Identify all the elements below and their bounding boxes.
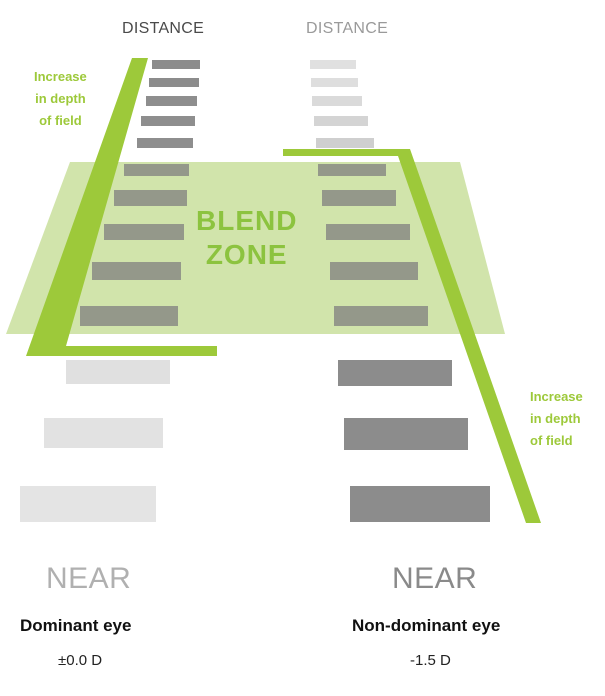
right-eye-ladder-blend [318, 164, 428, 326]
rung [114, 190, 187, 206]
left-eye-ladder-near [20, 360, 170, 522]
rung [311, 78, 358, 87]
left-eye-ladder-blend [80, 164, 189, 326]
rung [350, 486, 490, 522]
rung [146, 96, 197, 106]
right-distance-label: DISTANCE [306, 20, 389, 37]
right-eye-ladder [310, 60, 374, 148]
rung [344, 418, 468, 450]
rung [316, 138, 374, 148]
rung [20, 486, 156, 522]
left-eye-ladder [137, 60, 200, 148]
rung [330, 262, 418, 280]
left-distance-label: DISTANCE [122, 20, 205, 37]
rung [104, 224, 184, 240]
rung [318, 164, 386, 176]
rung [152, 60, 200, 69]
non-dominant-eye-title: Non-dominant eye [352, 616, 501, 635]
rung [322, 190, 396, 206]
rung [80, 306, 178, 326]
rung [314, 116, 368, 126]
rung [310, 60, 356, 69]
dominant-eye-power: ±0.0 D [58, 652, 103, 669]
left-depth-of-field-label: Increase in depth of field [34, 69, 87, 128]
rung [92, 262, 181, 280]
non-dominant-eye-power: -1.5 D [410, 652, 451, 669]
dominant-eye-title: Dominant eye [20, 616, 132, 635]
rung [312, 96, 362, 106]
rung [326, 224, 410, 240]
rung [149, 78, 199, 87]
right-depth-of-field-label: Increase in depth of field [530, 389, 583, 448]
rung [137, 138, 193, 148]
right-near-label: NEAR [392, 562, 478, 595]
rung [141, 116, 195, 126]
blend-zone-label: BLEND ZONE [196, 205, 298, 270]
rung [334, 306, 428, 326]
rung [124, 164, 189, 176]
rung [66, 360, 170, 384]
left-depth-of-field-bar [26, 58, 217, 356]
right-eye-ladder-near [338, 360, 490, 522]
right-depth-of-field-bar [283, 149, 541, 523]
rung [44, 418, 163, 448]
left-near-label: NEAR [46, 562, 132, 595]
rung [338, 360, 452, 386]
